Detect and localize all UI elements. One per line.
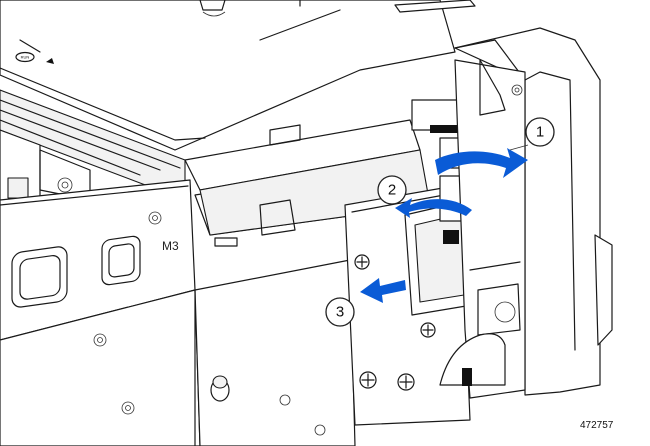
callout-3-label: 3	[336, 304, 344, 321]
front-panel: M3	[0, 179, 196, 341]
triangle-mark-icon	[46, 58, 54, 64]
riser-cable-bracket	[184, 119, 431, 247]
screw-icon	[397, 373, 415, 391]
rivet	[210, 375, 230, 402]
cover-label-badge: RUN	[15, 51, 54, 64]
panel-marking: M3	[162, 239, 179, 253]
screw-icon	[420, 322, 436, 338]
pull-arrow-icon	[395, 198, 472, 218]
chassis-lower-front	[0, 259, 356, 446]
riser-card	[404, 99, 473, 316]
end-bracket	[439, 27, 613, 399]
callout-1: 1	[509, 117, 555, 151]
cover-label-text: RUN	[21, 55, 30, 60]
figure-id: 472757	[580, 420, 614, 431]
screw-icon	[359, 371, 377, 389]
chassis-top-cover	[0, 0, 476, 151]
callout-3: 3	[325, 297, 355, 327]
callout-2-label: 2	[388, 182, 396, 199]
screw-icon	[354, 254, 370, 270]
callout-2: 2	[377, 175, 407, 205]
rotate-arrow-icon	[435, 148, 528, 178]
pull-arrow-icon	[360, 278, 406, 303]
callout-1-label: 1	[536, 124, 544, 141]
